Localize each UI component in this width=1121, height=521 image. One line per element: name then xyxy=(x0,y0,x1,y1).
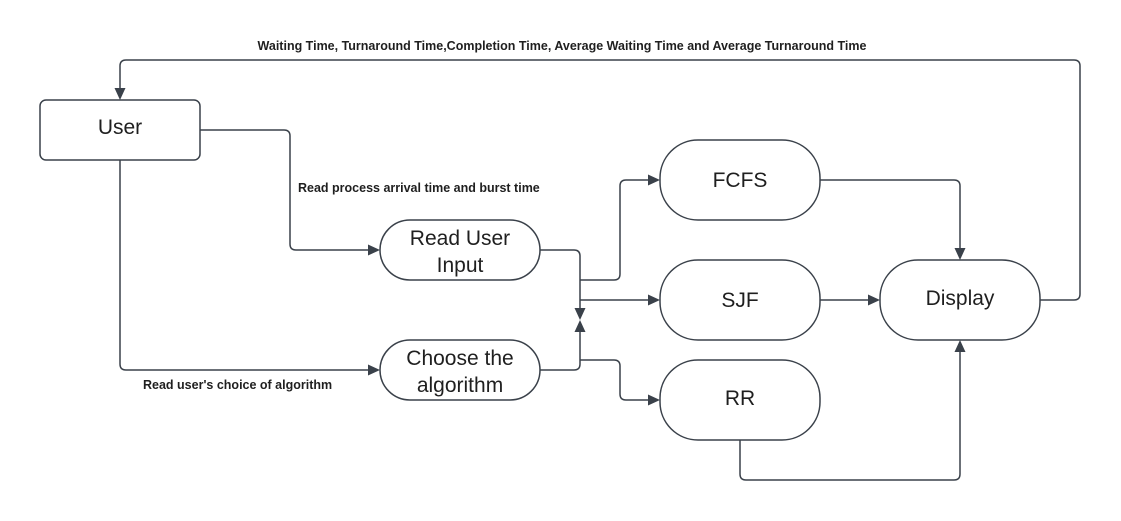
junction-to-fcfs-connector xyxy=(580,179,650,281)
fcfs-arrowhead xyxy=(648,174,660,186)
user-node-label: User xyxy=(98,116,142,139)
user-arrowhead xyxy=(114,88,126,100)
display-node[interactable] xyxy=(879,259,1041,341)
feedback-connector xyxy=(119,59,1081,301)
rr-node-label: RR xyxy=(725,387,755,410)
user-to-read-input-connector xyxy=(200,129,370,251)
choose-algorithm-node[interactable] xyxy=(379,339,541,401)
display-bottom-arrowhead xyxy=(954,340,966,352)
rr-node[interactable] xyxy=(659,359,821,441)
read-input-node[interactable] xyxy=(379,219,541,281)
rr-to-display-connector xyxy=(739,350,961,481)
rr-arrowhead xyxy=(648,394,660,406)
fcfs-node[interactable] xyxy=(659,139,821,221)
sjf-node-label: SJF xyxy=(721,289,758,312)
junction-bottom-arrowhead xyxy=(574,320,586,332)
user-to-choose-algorithm-connector xyxy=(119,160,370,371)
display-left-arrowhead xyxy=(868,294,880,306)
junction-top-arrowhead xyxy=(574,308,586,320)
read-input-arrowhead xyxy=(368,244,380,256)
fcfs-node-label: FCFS xyxy=(713,169,768,192)
display-top-arrowhead xyxy=(954,248,966,260)
read-input-label-line2: Input xyxy=(437,254,484,277)
junction-to-rr-connector xyxy=(580,359,650,401)
read-input-label-line1: Read User xyxy=(410,227,510,250)
fcfs-to-display-connector xyxy=(820,179,961,250)
read-process-edge-label: Read process arrival time and burst time xyxy=(298,181,540,195)
output-feedback-edge-label: Waiting Time, Turnaround Time,Completion… xyxy=(258,39,867,53)
choose-algorithm-to-junction-connector xyxy=(540,330,581,371)
sjf-arrowhead xyxy=(648,294,660,306)
choose-algorithm-label-line2: algorithm xyxy=(417,374,503,397)
choose-algorithm-label-line1: Choose the xyxy=(406,347,513,370)
user-node[interactable] xyxy=(39,99,201,161)
read-input-to-junction-connector xyxy=(540,249,581,310)
display-node-label: Display xyxy=(926,287,995,310)
choose-algorithm-arrowhead xyxy=(368,364,380,376)
sjf-node[interactable] xyxy=(659,259,821,341)
read-choice-edge-label: Read user's choice of algorithm xyxy=(143,378,332,392)
